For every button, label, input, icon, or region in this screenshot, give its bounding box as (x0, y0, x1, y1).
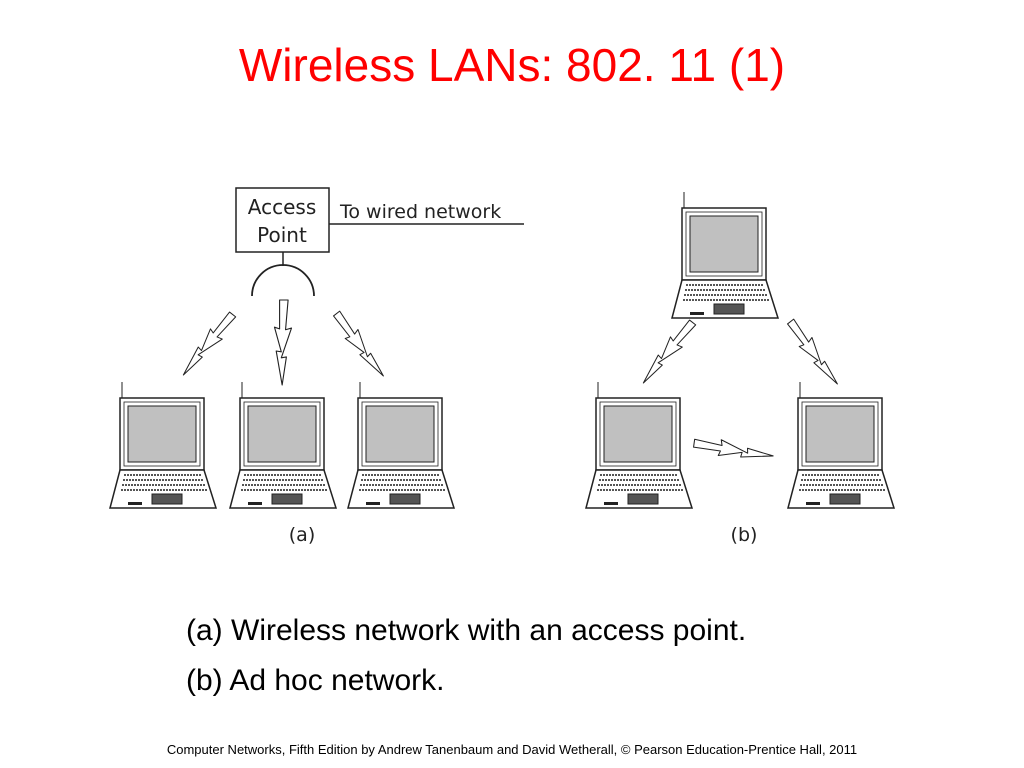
subfigure-label-b: (b) (731, 524, 758, 546)
laptop-icon (229, 381, 337, 509)
laptop-icon (347, 381, 455, 509)
access-point-antenna-icon (251, 264, 315, 297)
laptop-icon (109, 381, 217, 509)
wireless-signal-icon (329, 308, 391, 381)
wireless-signal-icon (783, 316, 845, 389)
wireless-signal-icon (273, 299, 293, 386)
slide-title: Wireless LANs: 802. 11 (1) (238, 39, 786, 91)
caption-line-a: (a) Wireless network with an access poin… (186, 614, 747, 647)
laptop-icon (585, 381, 693, 509)
laptop-icon (787, 381, 895, 509)
wired-network-label: To wired network (339, 201, 501, 223)
wireless-signal-icon (637, 316, 699, 389)
laptop-icon (671, 191, 779, 319)
access-point-box (235, 187, 330, 253)
wireless-signal-icon (692, 435, 775, 464)
caption-line-b: (b) Ad hoc network. (186, 664, 445, 697)
access-point-label-line1: Access (248, 195, 316, 219)
wireless-signal-icon (177, 308, 239, 381)
access-point-label-line2: Point (257, 223, 307, 247)
subfigure-label-a: (a) (289, 524, 315, 546)
footer-credit: Computer Networks, Fifth Edition by Andr… (166, 742, 858, 757)
